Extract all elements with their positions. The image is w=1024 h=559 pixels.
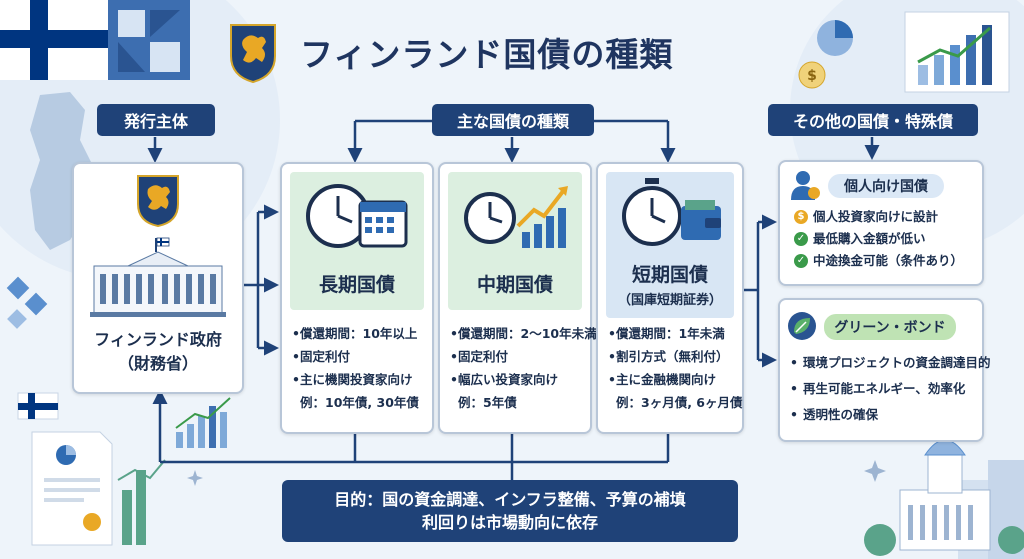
issuer-pill: 発行主体 xyxy=(97,104,215,136)
check-icon: ✓ xyxy=(794,232,808,246)
short-term-bond-header: 短期国債 （国庫短期証券） xyxy=(606,172,734,318)
pattern-tile-icon xyxy=(108,0,190,80)
list-item: ✓最低購入金額が低い xyxy=(794,228,963,250)
long-term-bond-card: 長期国債 •償還期間：10年以上 •固定利付 •主に機関投資家向け 例：10年債… xyxy=(280,162,434,434)
page-title: フィンランド国債の種類 xyxy=(300,35,674,74)
list-item: •環境プロジェクトの資金調達目的 xyxy=(790,355,991,370)
finnish-lion-emblem-icon xyxy=(137,175,179,228)
long-term-bond-header: 長期国債 xyxy=(290,172,424,310)
short-term-bond-subtitle: （国庫短期証券） xyxy=(617,293,722,308)
mid-term-bond-details: •償還期間：2〜10年未満 •固定利付 •幅広い投資家向け 例：5年債 xyxy=(450,322,597,414)
list-item: $個人投資家向けに設計 xyxy=(794,206,963,228)
list-item: ✓中途換金可能（条件あり） xyxy=(794,250,963,272)
title-emblem-icon xyxy=(230,24,276,84)
list-item: •主に金融機関向け xyxy=(608,372,717,387)
clock-calendar-icon xyxy=(306,184,408,248)
list-item: •再生可能エネルギー、効率化 xyxy=(790,381,966,396)
list-item: •償還期間：2〜10年未満 xyxy=(450,326,597,341)
list-item: •主に機関投資家向け xyxy=(292,372,413,387)
growth-chart-board-icon xyxy=(904,11,1010,93)
mid-term-bond-card: 中期国債 •償還期間：2〜10年未満 •固定利付 •幅広い投資家向け 例：5年債 xyxy=(438,162,597,434)
main-types-pill: 主な国債の種類 xyxy=(432,104,594,136)
check-icon: ✓ xyxy=(794,254,808,268)
mid-term-bond-title: 中期国債 xyxy=(476,274,553,296)
issuer-card: フィンランド政府 （財務省） xyxy=(72,162,244,394)
clock-rising-chart-icon xyxy=(464,186,568,248)
stopwatch-wallet-icon xyxy=(622,178,721,246)
list-item: •償還期間：1年未満 xyxy=(608,326,725,341)
list-item: •幅広い投資家向け xyxy=(450,372,559,387)
certificate-document-icon xyxy=(31,431,113,546)
bar-chart-decoration-icon xyxy=(175,397,231,448)
long-term-bond-title: 長期国債 xyxy=(318,274,395,296)
svg-text:$: $ xyxy=(807,68,817,84)
issuer-name: フィンランド政府 xyxy=(94,330,222,349)
purpose-line: 目的：国の資金調達、インフラ整備、予算の補填 xyxy=(334,490,686,509)
issuer-ministry: （財務省） xyxy=(117,354,198,373)
coin-icon: $ xyxy=(794,210,808,224)
list-item: •償還期間：10年以上 xyxy=(292,326,418,341)
list-item: •割引方式（無利付） xyxy=(608,349,729,364)
list-item: •固定利付 xyxy=(292,349,351,364)
green-bond-card: グリーン・ボンド •環境プロジェクトの資金調達目的 •再生可能エネルギー、効率化… xyxy=(778,298,991,442)
mid-term-bond-header: 中期国債 xyxy=(448,172,582,310)
short-term-bond-title: 短期国債 xyxy=(631,264,708,286)
dollar-coin-icon: $ xyxy=(798,61,826,89)
retail-bond-card: 個人向け国債 $個人投資家向けに設計 ✓最低購入金額が低い ✓中途換金可能（条件… xyxy=(778,160,984,286)
sparkle-decoration-icon xyxy=(187,460,886,486)
list-item: •固定利付 xyxy=(450,349,509,364)
long-term-bond-details: •償還期間：10年以上 •固定利付 •主に機関投資家向け 例：10年債, 30年… xyxy=(292,322,426,414)
small-finland-flag-icon xyxy=(17,392,59,420)
government-building-icon xyxy=(90,237,226,317)
short-term-bond-details: •償還期間：1年未満 •割引方式（無利付） •主に金融機関向け 例：3ヶ月債, … xyxy=(608,322,743,414)
finland-flag-icon xyxy=(0,0,108,80)
teal-bars-decoration-icon xyxy=(117,459,166,545)
pie-chart-decoration-icon xyxy=(817,20,853,56)
purpose-banner: 目的：国の資金調達、インフラ整備、予算の補填 利回りは市場動向に依存 xyxy=(282,480,738,542)
helsinki-cathedral-skyline-icon xyxy=(864,416,1024,559)
green-bond-tag: グリーン・ボンド xyxy=(824,314,956,340)
retail-bond-features: $個人投資家向けに設計 ✓最低購入金額が低い ✓中途換金可能（条件あり） xyxy=(794,206,963,272)
list-item: 例：10年債, 30年債 xyxy=(300,395,419,410)
list-item: 例：5年債 xyxy=(458,395,517,410)
leaf-icon xyxy=(788,312,816,340)
green-bond-features: •環境プロジェクトの資金調達目的 •再生可能エネルギー、効率化 •透明性の確保 xyxy=(790,350,991,428)
short-term-bond-card: 短期国債 （国庫短期証券） •償還期間：1年未満 •割引方式（無利付） •主に金… xyxy=(596,162,744,434)
yield-line: 利回りは市場動向に依存 xyxy=(421,513,598,532)
list-item: 例：3ヶ月債, 6ヶ月債 xyxy=(616,395,743,410)
other-bonds-pill: その他の国債・特殊債 xyxy=(768,104,978,136)
list-item: •透明性の確保 xyxy=(790,407,879,422)
retail-bond-tag: 個人向け国債 xyxy=(828,174,944,198)
person-icon xyxy=(791,171,820,200)
